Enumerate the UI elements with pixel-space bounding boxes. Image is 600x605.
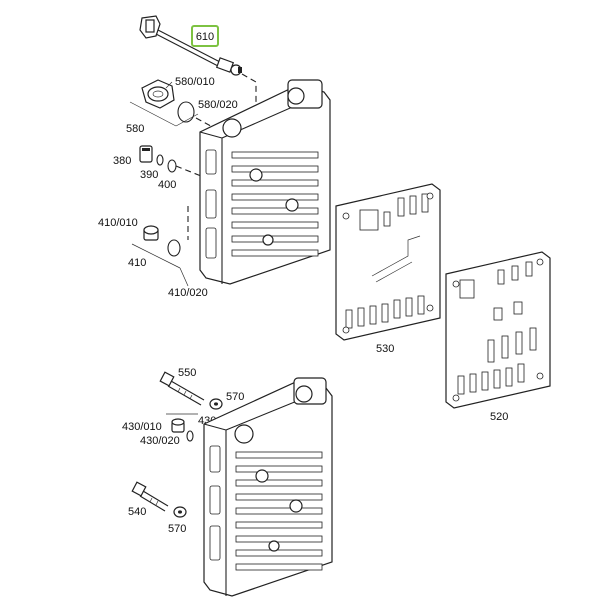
label-570-top: 570	[226, 391, 244, 403]
housing-slots-lower	[235, 451, 323, 571]
intermediate-plate-520[interactable]	[445, 251, 551, 409]
bolt-540[interactable]	[131, 481, 169, 512]
valve-housing-lower[interactable]	[203, 377, 333, 597]
seal-410-020[interactable]	[167, 239, 181, 257]
label-580-020: 580/020	[198, 99, 238, 111]
label-580-010: 580/010	[175, 76, 215, 88]
label-400: 400	[158, 179, 176, 191]
plug-580[interactable]	[141, 79, 175, 109]
seal-430-020[interactable]	[186, 430, 194, 442]
callout-610-highlight	[191, 25, 219, 47]
washer-570-bottom[interactable]	[173, 506, 187, 518]
washer-390[interactable]	[156, 154, 164, 166]
seal-400[interactable]	[167, 159, 177, 173]
seal-580-020[interactable]	[177, 101, 195, 123]
housing-slots-upper	[231, 151, 319, 257]
label-550: 550	[178, 367, 196, 379]
label-580: 580	[126, 123, 144, 135]
label-530: 530	[376, 343, 394, 355]
label-430-010: 430/010	[122, 421, 162, 433]
label-410-010: 410/010	[98, 217, 138, 229]
label-540: 540	[128, 506, 146, 518]
washer-570-top[interactable]	[209, 398, 223, 410]
bolt-550[interactable]	[159, 371, 205, 406]
label-410-020: 410/020	[168, 287, 208, 299]
label-570-bottom: 570	[168, 523, 186, 535]
label-410: 410	[128, 257, 146, 269]
label-520: 520	[490, 411, 508, 423]
label-390: 390	[140, 169, 158, 181]
intermediate-plate-530[interactable]	[335, 183, 441, 341]
plug-410[interactable]	[143, 225, 159, 241]
label-380: 380	[113, 155, 131, 167]
label-610: 610	[196, 31, 214, 43]
sensor-610[interactable]	[139, 15, 242, 76]
valve-housing-upper[interactable]	[199, 79, 331, 285]
plug-380[interactable]	[139, 145, 153, 163]
plug-430[interactable]	[171, 418, 185, 433]
label-430-020: 430/020	[140, 435, 180, 447]
